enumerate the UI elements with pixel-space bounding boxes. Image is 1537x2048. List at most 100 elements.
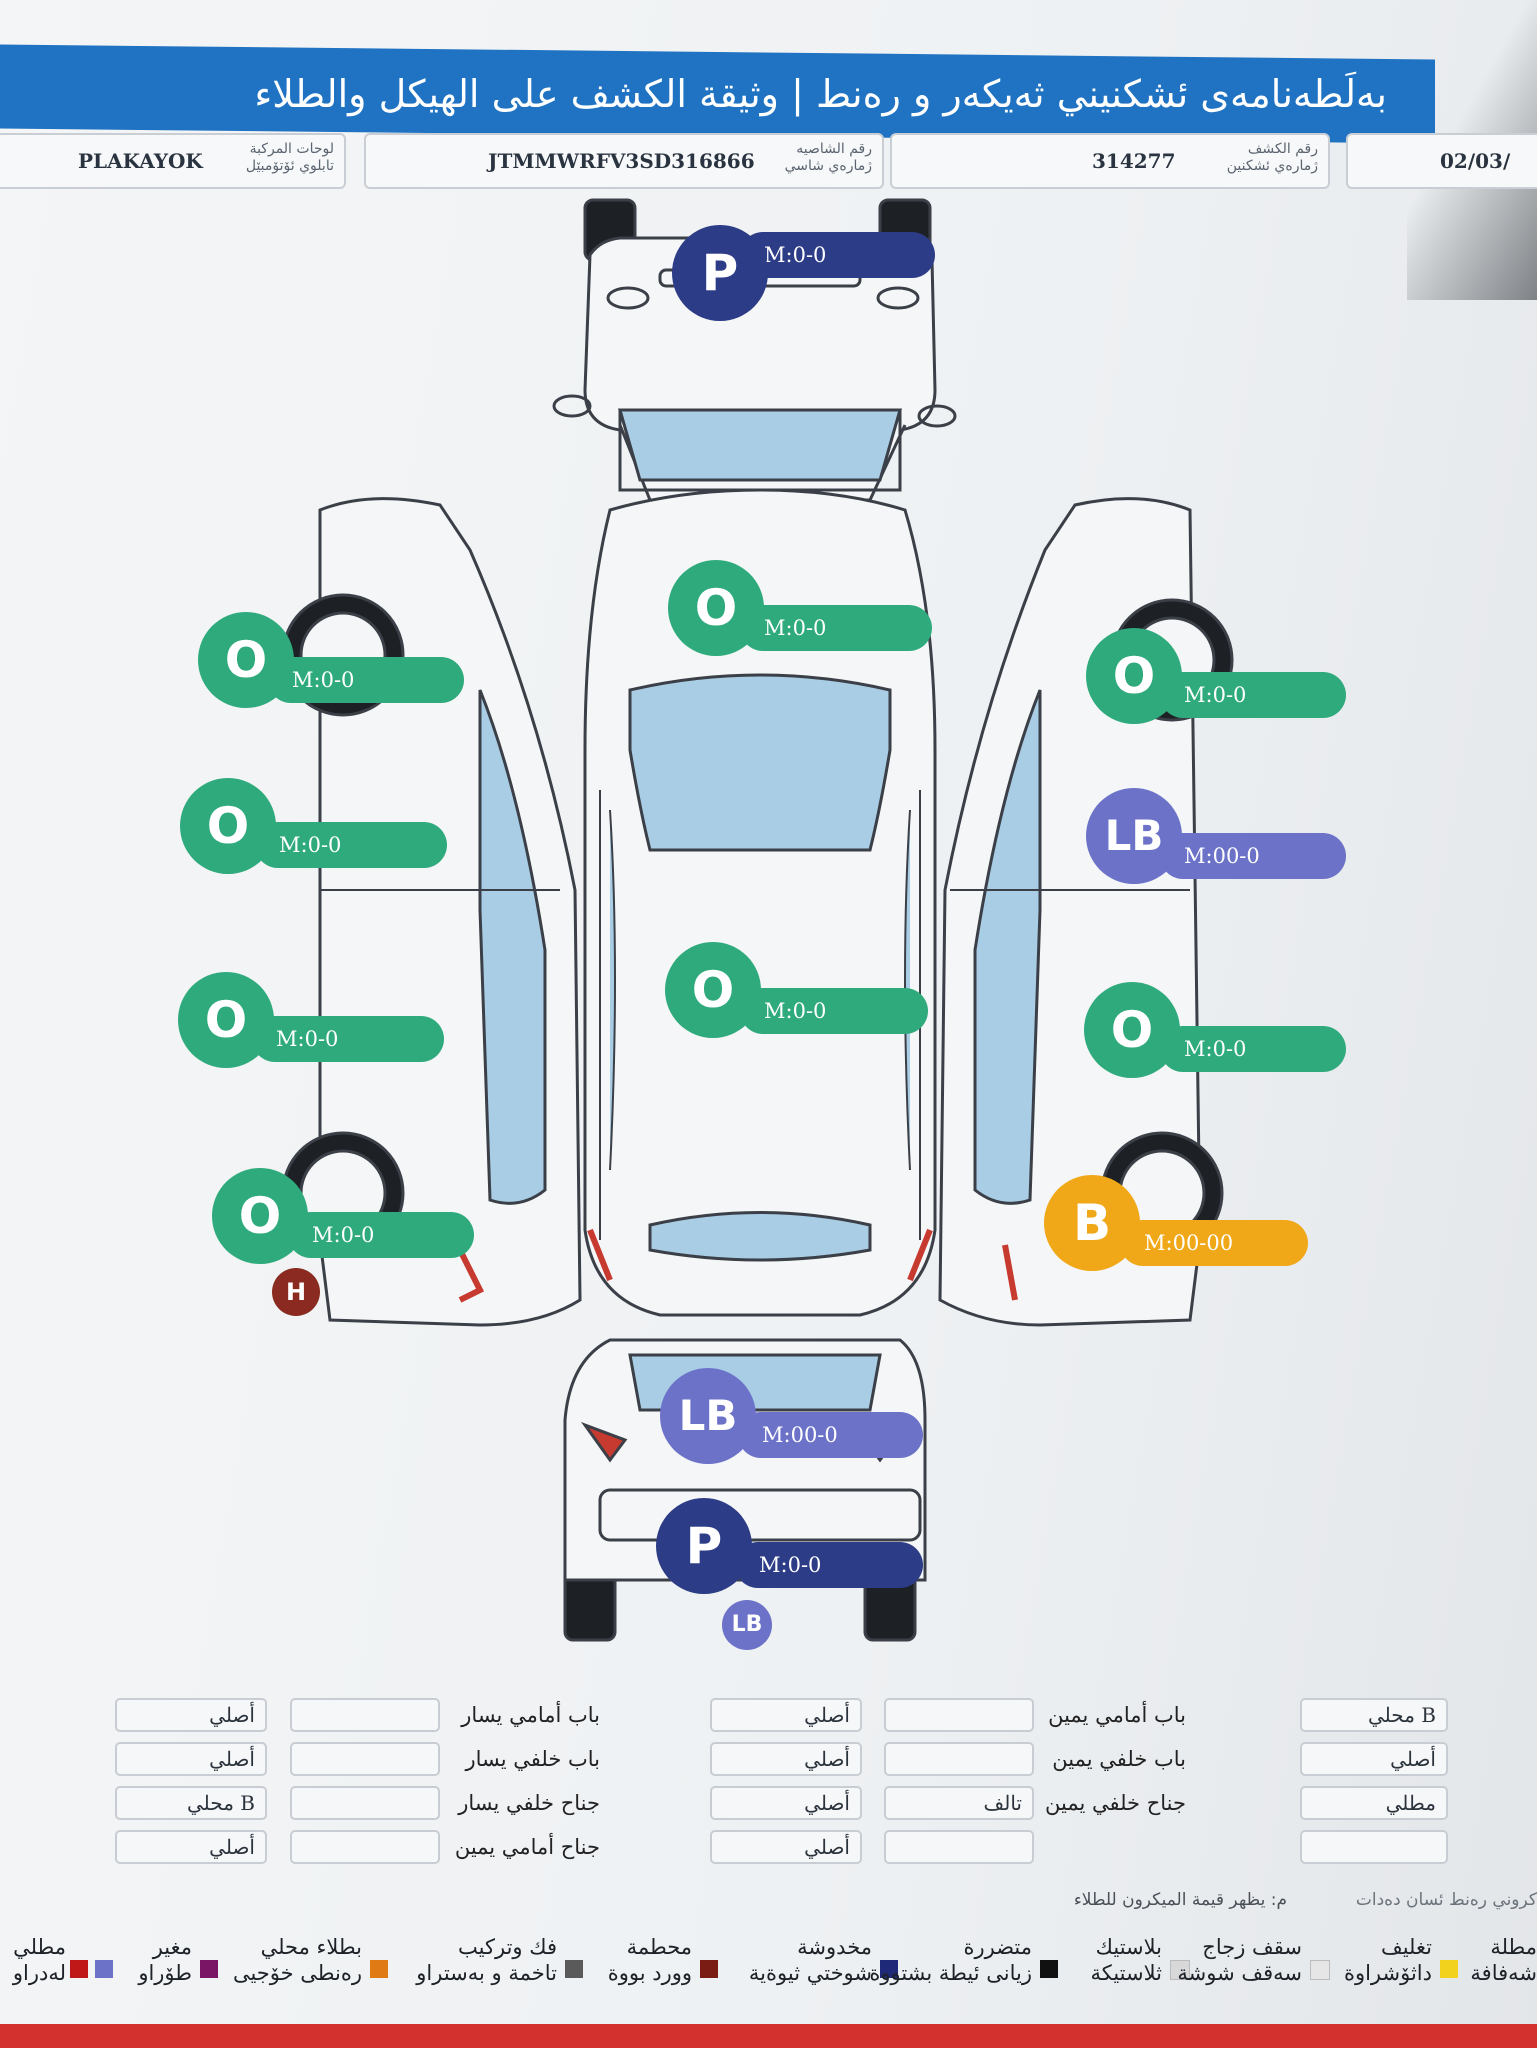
reading-front-bumper: M:0-0 bbox=[740, 232, 935, 278]
legend-ku-7: تاخمة و بەستراو bbox=[416, 1961, 557, 1985]
reading-left-rear-door: M:0-0 bbox=[252, 1016, 444, 1062]
vehicle-info-row: PLAKAYOK لوحات المركبة تابلوي ئۆتۆمبێل J… bbox=[0, 133, 1537, 193]
legend-ar-0: مطلة bbox=[1490, 1935, 1537, 1959]
chassis-box: JTMMWRFV3SD316866 رقم الشاصيه ژمارەي شاس… bbox=[364, 133, 884, 189]
legend-ku-0: شەفافة bbox=[1470, 1961, 1537, 1985]
legend-ar-2: سقف زجاج bbox=[1202, 1935, 1302, 1959]
row2-left-cond: B محلي bbox=[115, 1786, 267, 1820]
legend-swatch-7 bbox=[370, 1960, 388, 1978]
code-right-rear-door: O bbox=[1084, 982, 1180, 1078]
legend-ar-10: مطلي bbox=[13, 1935, 66, 1959]
row1-right-value: أصلي bbox=[1300, 1742, 1448, 1776]
parts-table: B محلي باب أمامي يمين أصلي باب أمامي يسا… bbox=[0, 1680, 1537, 1870]
inspection-label-ar: رقم الكشف bbox=[1247, 141, 1318, 157]
row3-left-part: جناح أمامي يمين bbox=[454, 1835, 600, 1859]
plate-value: PLAKAYOK bbox=[78, 149, 203, 173]
date-value: 02/03/ bbox=[1440, 149, 1511, 173]
chassis-label-ku: ژمارەي شاسي bbox=[784, 158, 872, 174]
inspection-label: رقم الكشف ژمارەي ئشكنين bbox=[1208, 141, 1318, 175]
micron-note-right: كروني رەنط ئسان دەدات bbox=[1355, 1890, 1537, 1910]
legend-swatch-2 bbox=[1170, 1960, 1190, 1980]
row1-left-cond: أصلي bbox=[115, 1742, 267, 1776]
sheet-title: بەلَطەنامەی ئشكنيني ثەيكەر و رەنط | وثيق… bbox=[254, 72, 1387, 116]
legend-ku-6: وورد بووة bbox=[607, 1961, 692, 1985]
legend-ar-4: متضررة bbox=[963, 1935, 1032, 1959]
front-windshield-top bbox=[628, 673, 892, 852]
bottom-red-strip bbox=[0, 2024, 1537, 2048]
inspection-value: 314277 bbox=[1092, 149, 1176, 173]
legend-swatch-1 bbox=[1310, 1960, 1330, 1980]
row1-right-cond: أصلي bbox=[710, 1742, 862, 1776]
code-left-rear-door: O bbox=[178, 972, 274, 1068]
legend-swatch-4 bbox=[880, 1960, 898, 1978]
code-right-rear-fender: B bbox=[1044, 1175, 1140, 1271]
row3-left-status bbox=[290, 1830, 440, 1864]
row3-right-status bbox=[884, 1830, 1034, 1864]
legend-ku-10: لەدراو bbox=[12, 1961, 66, 1985]
mirror-right bbox=[917, 404, 957, 428]
legend-swatch-10 bbox=[70, 1960, 88, 1978]
reading-left-front-door: M:0-0 bbox=[255, 822, 447, 868]
row2-right-cond: أصلي bbox=[710, 1786, 862, 1820]
row0-right-status bbox=[884, 1698, 1034, 1732]
legend-swatch-9 bbox=[95, 1960, 113, 1978]
lb-small-badge[interactable]: LB bbox=[722, 1600, 772, 1650]
row2-right-part: جناح خلفي يمين bbox=[1045, 1791, 1186, 1815]
legend-ku-2: سەقف شوشة bbox=[1177, 1961, 1302, 1985]
row3-left-cond: أصلي bbox=[115, 1830, 267, 1864]
reading-right-front-door: M:00-0 bbox=[1160, 833, 1346, 879]
code-left-front-door: O bbox=[180, 778, 276, 874]
reading-right-front-fender: M:0-0 bbox=[1160, 672, 1346, 718]
legend-ku-8: رەنطی خۆجيی bbox=[232, 1961, 362, 1985]
plate-label-ku: تابلوي ئۆتۆمبێل bbox=[245, 158, 334, 174]
legend-ku-3: ثلاستيكة bbox=[1090, 1961, 1162, 1985]
rear-window-top bbox=[648, 1211, 872, 1262]
front-light-left bbox=[606, 286, 650, 310]
row2-left-part: جناح خلفي يسار bbox=[458, 1791, 600, 1815]
legend-ku-1: داثۆشراوة bbox=[1343, 1961, 1432, 1985]
micron-note-left: م: يظهر قيمة الميكرون للطلاء bbox=[1073, 1890, 1287, 1910]
date-box: 02/03/ bbox=[1346, 133, 1537, 189]
legend-swatch-0 bbox=[1440, 1960, 1458, 1978]
code-hood: O bbox=[668, 560, 764, 656]
row0-right-cond: أصلي bbox=[710, 1698, 862, 1732]
legend-swatch-6 bbox=[565, 1960, 583, 1978]
code-right-front-fender: O bbox=[1086, 628, 1182, 724]
row3-right-cond: أصلي bbox=[710, 1830, 862, 1864]
row1-right-part: باب خلفي يمين bbox=[1052, 1747, 1186, 1771]
row1-right-status bbox=[884, 1742, 1034, 1776]
row2-left-status bbox=[290, 1786, 440, 1820]
reading-rear-bumper: M:0-0 bbox=[735, 1542, 923, 1588]
code-left-rear-fender: O bbox=[212, 1168, 308, 1264]
code-right-front-door: LB bbox=[1086, 788, 1182, 884]
reading-right-rear-door: M:0-0 bbox=[1160, 1026, 1346, 1072]
reading-left-rear-fender: M:0-0 bbox=[288, 1212, 474, 1258]
code-rear-bumper: P bbox=[656, 1498, 752, 1594]
h-badge[interactable]: H bbox=[272, 1268, 320, 1316]
plate-label: لوحات المركبة تابلوي ئۆتۆمبێل bbox=[224, 141, 334, 175]
legend-swatch-8 bbox=[200, 1960, 218, 1978]
mirror-left bbox=[552, 394, 592, 418]
code-front-bumper: P bbox=[672, 225, 768, 321]
code-trunk: LB bbox=[660, 1368, 756, 1464]
legend-ku-5: شوختي ثيوةية bbox=[748, 1961, 872, 1985]
reading-roof: M:0-0 bbox=[740, 988, 928, 1034]
row2-right-value: مطلي bbox=[1300, 1786, 1448, 1820]
plate-box: PLAKAYOK لوحات المركبة تابلوي ئۆتۆمبێل bbox=[0, 133, 346, 189]
row1-left-part: باب خلفي يسار bbox=[465, 1747, 600, 1771]
right-windows bbox=[973, 689, 1042, 1205]
